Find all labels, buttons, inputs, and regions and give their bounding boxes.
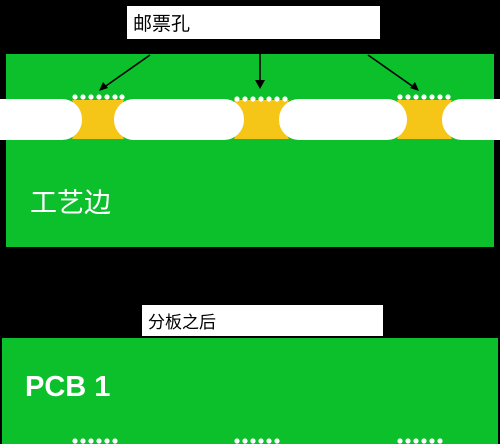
arrow-heads bbox=[99, 80, 419, 91]
pointer-arrows bbox=[102, 52, 416, 89]
bridge-right bbox=[397, 100, 452, 139]
bridge-left bbox=[72, 100, 124, 139]
stamp-holes-middle bbox=[234, 96, 288, 102]
bridge-middle bbox=[234, 100, 289, 139]
stamp-holes-right bbox=[397, 94, 451, 100]
stamp-holes-left bbox=[72, 94, 125, 100]
stamp-holes-label: 邮票孔 bbox=[127, 6, 380, 39]
slot-2 bbox=[114, 99, 244, 140]
stamp-hole-stubs-bottom bbox=[72, 438, 443, 444]
pcb-label: PCB 1 bbox=[25, 371, 110, 403]
bottom-board bbox=[2, 338, 498, 444]
slot-4 bbox=[442, 99, 500, 140]
slot-3 bbox=[279, 99, 407, 140]
after-depaneling-label: 分板之后 bbox=[142, 305, 383, 336]
process-edge-label: 工艺边 bbox=[30, 188, 111, 219]
slot-1 bbox=[0, 99, 82, 140]
